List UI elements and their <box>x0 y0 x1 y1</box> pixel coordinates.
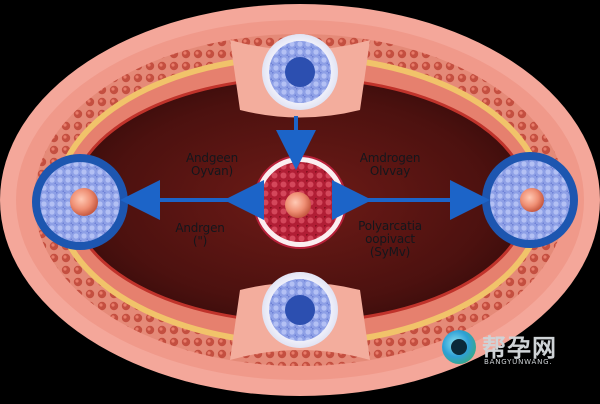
label-left-lower: Andrgen (") <box>160 222 240 248</box>
label-right-upper-line1: Amdrogen <box>359 151 421 165</box>
label-left-lower-line2: (") <box>192 234 208 248</box>
label-left-upper: Andgeen Oyvan) <box>172 152 252 178</box>
bottom-follicle <box>262 272 338 348</box>
label-left-upper-line2: Oyvan) <box>190 164 234 178</box>
watermark-logo-icon <box>442 330 476 364</box>
label-left-lower-line1: Andrgen <box>175 221 225 235</box>
left-follicle <box>32 154 128 250</box>
label-right-upper: Amdrogen Olvvay <box>345 152 435 178</box>
watermark-english: BANGYUNWANG. <box>484 358 553 366</box>
label-right-upper-line2: Olvvay <box>369 164 411 178</box>
label-right-lower-line2: oopivact <box>365 232 415 246</box>
label-right-lower-line3: (SyMv) <box>369 245 411 259</box>
label-right-lower: Polyarcatia oopivact (SyMv) <box>345 220 435 259</box>
label-right-lower-line1: Polyarcatia <box>358 219 422 233</box>
top-follicle <box>262 34 338 110</box>
right-follicle <box>482 152 578 248</box>
watermark: 帮孕网 BANGYUNWANG. <box>442 324 582 374</box>
center-follicle <box>253 155 347 249</box>
watermark-chinese: 帮孕网 <box>482 333 557 362</box>
label-left-upper-line1: Andgeen <box>185 151 239 165</box>
